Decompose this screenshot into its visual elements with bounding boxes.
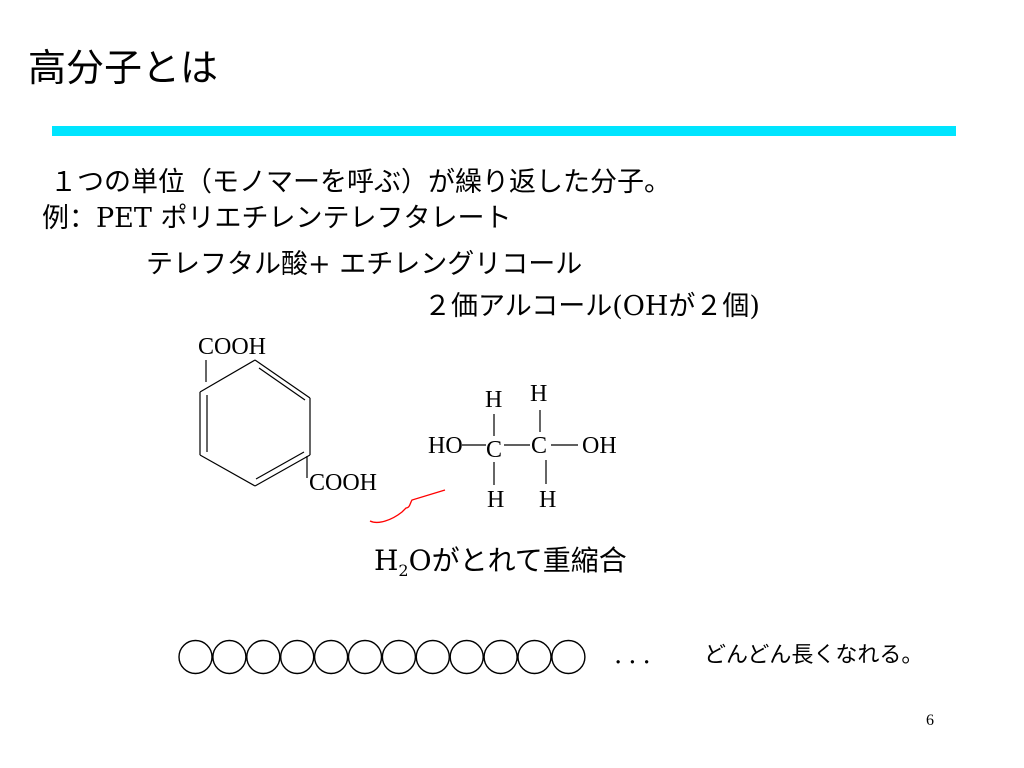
example-line: 例：PET ポリエチレンテレフタレート bbox=[42, 203, 512, 234]
cooh-top-label: COOH bbox=[198, 334, 267, 360]
chain-ellipsis: ... bbox=[614, 640, 657, 670]
glycol-bonds bbox=[462, 410, 578, 485]
water-subscript: 2 bbox=[398, 561, 409, 580]
page-number: 6 bbox=[926, 712, 934, 729]
red-brace bbox=[369, 489, 446, 524]
oh-label: OH bbox=[582, 433, 617, 459]
carbon-2-label: C bbox=[531, 433, 548, 459]
divalent-alcohol-line: ２価アルコール(OHが２個) bbox=[424, 291, 760, 322]
monomer-circle bbox=[279, 639, 315, 675]
monomer-circle bbox=[178, 639, 213, 675]
chain-caption: どんどん長くなれる。 bbox=[704, 643, 924, 668]
hydrogen-bottom-1: H bbox=[487, 487, 505, 513]
carbon-1-label: C bbox=[486, 437, 503, 463]
monomer-circle bbox=[313, 639, 349, 675]
ho-label: HO bbox=[428, 433, 463, 459]
hydrogen-bottom-2: H bbox=[539, 487, 557, 513]
monomer-circle bbox=[381, 639, 417, 675]
hydrogen-top-1: H bbox=[485, 387, 503, 413]
monomer-circle bbox=[483, 639, 518, 675]
monomers-line: テレフタル酸+ エチレングリコール bbox=[146, 249, 583, 280]
hydrogen-top-2: H bbox=[530, 381, 548, 407]
monomer-circle bbox=[415, 639, 451, 675]
monomer-circle bbox=[449, 639, 484, 675]
polymer-chain bbox=[178, 639, 586, 675]
water-elimination-text: H2Oがとれて重縮合 bbox=[374, 544, 627, 588]
benzene-ring bbox=[199, 359, 311, 487]
water-rest: Oがとれて重縮合 bbox=[408, 544, 627, 577]
slide-title: 高分子とは bbox=[28, 46, 219, 90]
monomer-circle bbox=[246, 639, 281, 675]
title-accent-rule bbox=[52, 126, 956, 136]
water-h: H bbox=[374, 544, 399, 577]
monomer-circle bbox=[517, 639, 552, 675]
monomer-circle bbox=[212, 639, 247, 675]
cooh-bottom-label: COOH bbox=[309, 470, 378, 496]
definition-line: １つの単位（モノマーを呼ぶ）が繰り返した分子。 bbox=[50, 167, 671, 198]
monomer-circle bbox=[551, 639, 586, 675]
monomer-circle bbox=[347, 639, 383, 675]
